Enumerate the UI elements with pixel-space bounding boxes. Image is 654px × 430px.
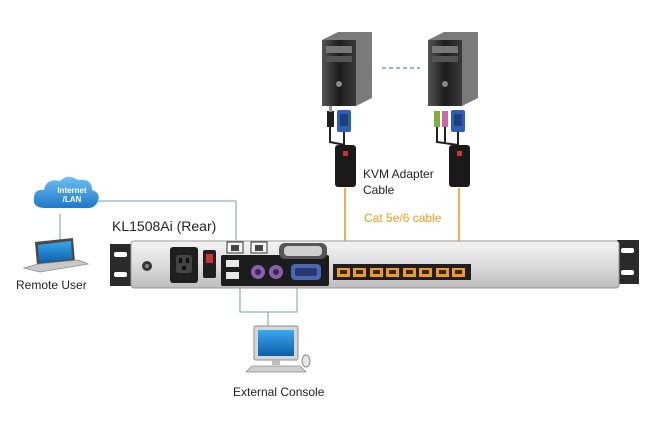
kvm-adapter-label-line1: KVM Adapter — [363, 167, 434, 181]
network-label: Internet /LAN — [52, 186, 92, 204]
tower-pc-icon — [322, 32, 372, 106]
mouse-icon — [301, 354, 311, 368]
monitor-icon — [245, 325, 307, 373]
laptop-icon — [22, 238, 90, 273]
remote-user-label: Remote User — [16, 278, 87, 292]
kvm-adapter-icon — [434, 110, 470, 187]
kvm-adapter-label-line2: Cable — [363, 183, 395, 197]
rack-ear-right — [617, 240, 639, 284]
kvm-adapter-icon — [327, 106, 356, 187]
kvm-adapter-label: KVM Adapter Cable — [363, 166, 434, 198]
network-links — [59, 67, 420, 326]
cat-cable-label: Cat 5e/6 cable — [364, 211, 442, 225]
cloud-icon — [33, 176, 99, 209]
lan-to-device-line — [86, 200, 237, 240]
external-console-label: External Console — [233, 385, 325, 399]
rack-ear-left — [110, 244, 132, 286]
network-label-line2: /LAN — [62, 195, 82, 204]
network-label-line1: Internet — [57, 186, 87, 195]
tower-pc-icon — [428, 32, 478, 106]
usb-port-icon — [226, 260, 239, 267]
kl1508ai-chassis — [110, 240, 639, 289]
device-title: KL1508Ai (Rear) — [112, 218, 217, 234]
console-link-line — [239, 287, 298, 326]
